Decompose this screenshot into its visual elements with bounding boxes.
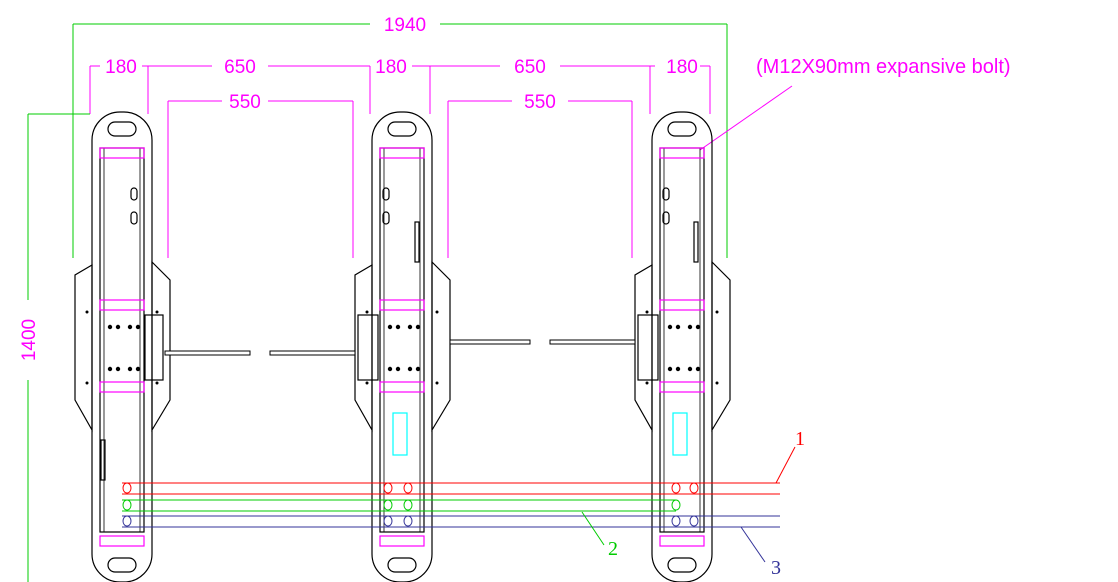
passage-width-label-1: 550 <box>229 92 261 113</box>
mounting-slot <box>107 557 137 573</box>
arm <box>164 350 251 356</box>
pedestal-width-label-3: 180 <box>666 57 698 78</box>
bolt-plate <box>659 381 705 393</box>
callout-2-label: 2 <box>608 538 618 560</box>
overall-length-dimension <box>27 113 90 582</box>
mounting-slot <box>667 121 697 137</box>
pedestal-right <box>634 111 731 582</box>
cable-conduit-3 <box>122 515 780 528</box>
passage-dimension-lines <box>167 100 633 258</box>
mounting-slot <box>667 557 697 573</box>
mounting-slot <box>387 121 417 137</box>
bolt-plate <box>379 147 425 159</box>
bolt-plate <box>659 147 705 159</box>
bolt-plate <box>99 147 145 159</box>
callout-3-leader <box>740 526 766 563</box>
overall-length-label: 1400 <box>19 319 40 361</box>
pedestal-dimension-lines <box>89 65 711 114</box>
pedestal-width-label-1: 180 <box>105 57 137 78</box>
overall-width-label: 1940 <box>384 15 426 36</box>
mounting-slot <box>387 557 417 573</box>
dimension-lines: 1940 180 650 180 650 180 <box>19 15 728 582</box>
mounting-slot <box>107 121 137 137</box>
arm <box>549 339 636 345</box>
display-window <box>672 412 688 456</box>
arm <box>269 350 356 356</box>
bolt-leader-line <box>699 85 793 151</box>
gap-label-2: 650 <box>514 57 546 78</box>
bolt-plate <box>379 535 425 547</box>
bolt-plate <box>99 381 145 393</box>
callout-3-label: 3 <box>771 557 781 579</box>
bolt-plate <box>99 535 145 547</box>
cable-conduit-2 <box>122 499 681 512</box>
pedestal-center <box>354 111 451 582</box>
arm <box>449 339 531 345</box>
bolt-plate <box>379 381 425 393</box>
callout-1-leader <box>775 446 796 484</box>
cable-conduit-1 <box>122 482 780 495</box>
pedestal-left <box>74 111 171 582</box>
bolt-plate <box>379 299 425 311</box>
bolt-annotation-label: (M12X90mm expansive bolt) <box>756 56 1011 78</box>
pedestal-width-label-2: 180 <box>375 57 407 78</box>
bolt-plate <box>659 299 705 311</box>
overall-width-dimension <box>72 23 728 258</box>
display-window <box>392 412 408 456</box>
bolt-plate <box>659 535 705 547</box>
gap-label-1: 650 <box>224 57 256 78</box>
swing-arms <box>164 339 636 356</box>
callout-2-leader <box>581 511 605 546</box>
passage-width-label-2: 550 <box>524 92 556 113</box>
bolt-plate <box>99 299 145 311</box>
callout-1-label: 1 <box>795 428 805 450</box>
